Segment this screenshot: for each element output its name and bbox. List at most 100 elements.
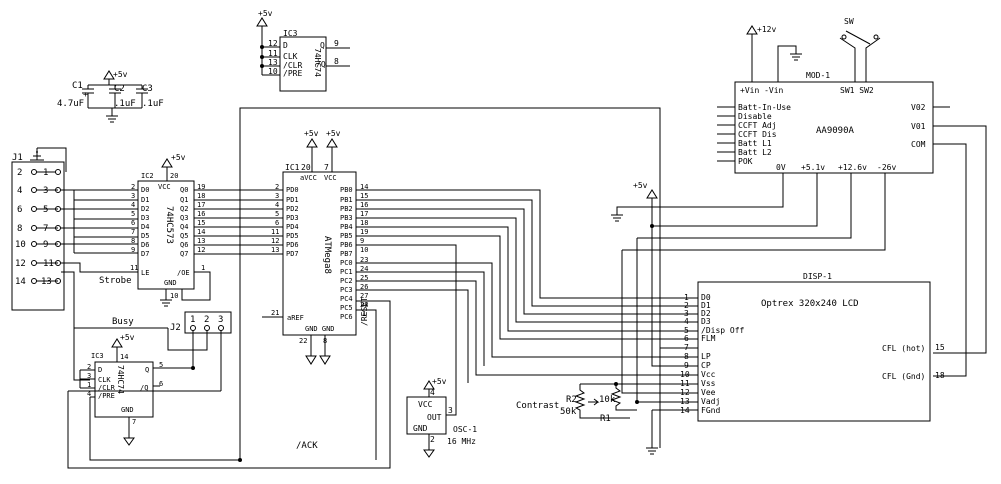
ic1-pd-label: PD2 (286, 205, 299, 213)
contrast-label: Contrast (516, 401, 559, 411)
ic1-pb-label: PB5 (340, 232, 353, 240)
j1-connector: J1 2 4 6 8 10 12 14 1 3 5 7 9 11 13 (11, 147, 67, 311)
ic3b-gnd: GND (121, 406, 134, 414)
disp-body (697, 281, 931, 422)
ic3-top-d: D (283, 41, 288, 50)
ic3b-pin: 3 (87, 372, 91, 380)
ic1-pc-label: PC4 (340, 295, 353, 303)
ic1-pd-labels: PD0 PD1 PD2 PD3 PD4 PD5 PD6 PD7 (286, 186, 299, 258)
ic1-pc-labels: PC0 PC1 PC2 PC3 PC4 PC5 PC6 (340, 259, 353, 321)
ic3b-q-pin: 6 (159, 380, 163, 388)
ic1-supply-a: +5v (304, 129, 319, 138)
mod1-5v-wire (652, 173, 818, 227)
ic3-top-junction (260, 64, 264, 68)
ic2-q-pin: 16 (197, 210, 205, 218)
j1-pin: 5 (43, 205, 48, 215)
caps-bottom-rail (87, 93, 143, 116)
ic2-d-label: D6 (141, 241, 149, 249)
disp-pin-label: LP (701, 352, 711, 361)
j1-pin: 3 (43, 186, 48, 196)
r1-ref: R1 (600, 414, 611, 424)
j1-pin: 7 (43, 224, 48, 234)
j1-ref: J1 (12, 153, 23, 163)
strobe-label: Strobe (99, 276, 132, 286)
ic2-d-pin: 2 (131, 183, 135, 191)
mod1-12v-wire (637, 173, 852, 239)
disp-pin: 5 (684, 326, 689, 335)
disp-pin: 3 (684, 309, 689, 318)
ic3b-vcc-pin: 14 (120, 353, 128, 361)
ic3b-clk: CLK (98, 376, 111, 384)
ic3b-clr: /CLR (98, 384, 116, 392)
ic2-body (137, 180, 195, 290)
ic1-pc-label: PC1 (340, 268, 353, 276)
ic1-aref: aREF (287, 314, 304, 322)
ic3b-pin: 1 (87, 381, 91, 389)
ic3b-part: 74HC74 (116, 365, 125, 394)
c1-plus: + (83, 90, 88, 99)
disp-pin-labels: D0 D1 D2 D3 /Disp Off FLM LP CP Vcc Vss … (701, 293, 745, 415)
caps-ground (106, 115, 118, 123)
ic1-to-disp-bus (356, 189, 698, 383)
ic1-avcc-pin: 20 (301, 163, 311, 172)
disp-pin: 10 (680, 370, 690, 379)
r2-ref: R2 (566, 395, 577, 405)
mod1-0v-wire (611, 173, 784, 222)
ic2-q-pin: 12 (197, 246, 205, 254)
reset-wire (356, 309, 377, 460)
mod1-26v-wire (622, 173, 886, 251)
ic1-pb-pins: 14 15 16 17 18 19 9 10 (360, 183, 368, 254)
ic3-top-qn: /Q (316, 60, 326, 69)
ic3b-d: D (98, 366, 102, 374)
ic2-d-label: D0 (141, 186, 149, 194)
ic2-oe-wire (181, 271, 211, 301)
j2-pad (204, 325, 210, 331)
ic2-part: 74HC573 (164, 206, 174, 244)
ic1-pb-pin: 19 (360, 228, 368, 236)
strobe-wire (61, 262, 138, 273)
disp-pin-label: D1 (701, 301, 711, 310)
ic1-pb-pin: 10 (360, 246, 368, 254)
r1-resistor (610, 384, 637, 411)
ic3-bottom: +5v IC3 14 74HC74 D CLK /CLR /PRE Q /Q G… (67, 300, 391, 469)
ic1-pd-pin: 2 (275, 183, 279, 191)
j1-body (11, 161, 65, 311)
ic3-top-pin12: 12 (268, 39, 278, 48)
mod1-left-labels: Batt-In-Use Disable CCFT Adj CCFT Dis Ba… (738, 103, 791, 166)
mod1-left-label: Batt-In-Use (738, 103, 791, 112)
ic3-top-clr: /CLR (283, 61, 302, 70)
ic3-top-pin10: 10 (268, 67, 278, 76)
ic3b-pin: 2 (87, 363, 91, 371)
osc-supply-label: +5v (432, 377, 447, 386)
ic2-d-label: D3 (141, 214, 149, 222)
ic1-pb-pin: 16 (360, 201, 368, 209)
disp-pin: 8 (684, 352, 689, 361)
ic2-latch: IC2 VCC 20 GND 10 74HC573 LE 11 /OE 1 D0… (130, 153, 211, 307)
ic1-aref-pin: 21 (271, 309, 279, 317)
ic2-d-pin: 8 (131, 237, 135, 245)
ic2-d-pin: 4 (131, 201, 135, 209)
j1-pins-left: 2 4 6 8 10 12 14 (15, 168, 26, 287)
ic3b-wires (79, 367, 193, 389)
ic1-pc-label: PC0 (340, 259, 353, 267)
ic3b-control-wires (67, 300, 391, 469)
r1-value: 10k (599, 395, 616, 405)
mod1-bottom-label: +5.1v (801, 163, 825, 172)
j2-ref: J2 (170, 323, 181, 333)
ic1-pc-label: PC3 (340, 286, 353, 294)
j1-pin: 10 (15, 240, 26, 250)
ic1-pd-pin: 13 (271, 246, 279, 254)
caps-top-rail (87, 79, 143, 89)
ic2-q-label: Q2 (180, 205, 188, 213)
mod1-right-label: V02 (911, 103, 926, 112)
osc-ground (423, 434, 435, 458)
osc-ref: OSC-1 (453, 425, 477, 434)
ic3b-body (94, 361, 154, 418)
mod1-bottom-label: +12.6v (838, 163, 867, 172)
ic1-mcu: IC1 20 7 aVCC VCC ATMega8 +5v +5v PD0 PD… (262, 129, 436, 365)
osc-vcc: VCC (418, 400, 433, 409)
disp-vcc-rail (646, 189, 698, 367)
disp-pin-label: D3 (701, 317, 711, 326)
disp1-lcd: DISP-1 Optrex 320x240 LCD 1 2 3 4 5 6 7 … (621, 238, 945, 455)
j2-pad (218, 325, 224, 331)
